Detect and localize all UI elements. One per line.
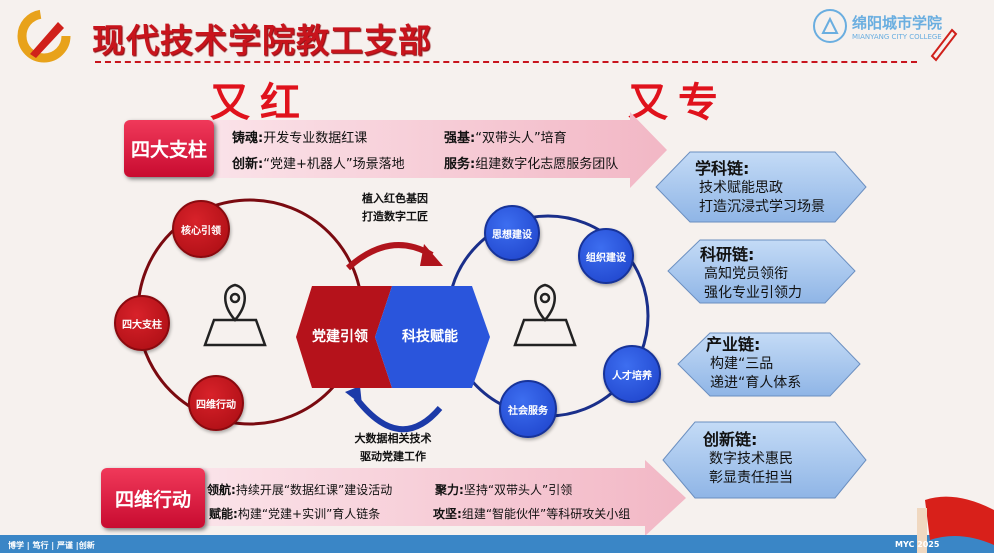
node-organization: 组织建设	[578, 228, 634, 284]
top-item-1: 铸魂:开发专业数据红课	[232, 131, 368, 146]
chain-line: 彰显责任担当	[709, 470, 793, 486]
pencil-icon	[930, 28, 958, 62]
node-core-lead: 核心引领	[172, 200, 230, 258]
top-item-2: 强基:“双带头人”培育	[444, 131, 567, 146]
bottom-caption: 大数据相关技术驱动党建工作	[338, 430, 448, 466]
top-caption: 植入红色基因打造数字工匠	[340, 190, 450, 226]
bottom-item-4: 攻坚:组建“智能伙伴”等科研攻关小组	[433, 507, 631, 521]
center-left-label: 党建引领	[312, 329, 368, 345]
map-pin-icon-left	[203, 283, 267, 347]
college-seal-icon	[813, 9, 847, 43]
chain-innovation: 创新链: 数字技术惠民彰显责任担当	[703, 426, 793, 488]
bottom-arrow-head	[345, 386, 362, 405]
party-emblem-icon	[17, 9, 71, 63]
footer-bar	[0, 535, 994, 553]
bottom-curved-arrow	[353, 396, 443, 433]
bottom-item-3: 赋能:构建“党建+实训”育人链条	[209, 507, 381, 521]
bottom-arrow-banner	[190, 460, 686, 536]
bottom-banner-label: 四维行动	[101, 468, 205, 528]
footer-code: MYC 2025	[895, 540, 940, 549]
hex-right	[375, 286, 490, 388]
chain-line: 打造沉浸式学习场景	[699, 199, 825, 215]
college-logo: 绵阳城市学院 MIANYANG CITY COLLEGE	[812, 8, 952, 44]
top-caption-line-1: 植入红色基因	[362, 192, 428, 205]
chain-research: 科研链: 高知党员领衔强化专业引领力	[700, 241, 802, 303]
top-arrow-head	[420, 244, 443, 266]
node-social: 社会服务	[499, 380, 557, 438]
chain-discipline: 学科链: 技术赋能思政打造沉浸式学习场景	[695, 155, 825, 217]
hex-left	[296, 286, 392, 388]
map-pin-icon-right	[513, 283, 577, 347]
page-title: 现代技术学院教工支部	[92, 21, 432, 60]
chain-line: 强化专业引领力	[704, 285, 802, 301]
node-ideology: 思想建设	[484, 205, 540, 261]
chain-line: 递进“育人体系	[710, 375, 802, 391]
node-talent: 人才培养	[603, 345, 661, 403]
top-banner-label: 四大支柱	[124, 120, 214, 177]
chain-title: 创新链:	[703, 430, 758, 449]
chain-hex-research	[667, 239, 856, 304]
bottom-caption-line-1: 大数据相关技术	[354, 432, 432, 445]
flag-monument-icon	[917, 496, 994, 553]
chain-title: 产业链:	[706, 335, 761, 354]
logo-cn: 绵阳城市学院	[852, 13, 943, 32]
slogan-pro: 又专	[628, 79, 728, 126]
top-arrow-banner	[195, 112, 667, 188]
logo-en: MIANYANG CITY COLLEGE	[852, 32, 942, 41]
chain-line: 构建“三品	[710, 356, 774, 372]
top-item-3: 创新:“党建+机器人”场景落地	[232, 157, 405, 172]
chain-line: 数字技术惠民	[709, 451, 793, 467]
top-item-4: 服务:组建数字化志愿服务团队	[444, 157, 619, 172]
chain-title: 科研链:	[700, 245, 755, 264]
chain-line: 高知党员领衔	[704, 266, 788, 282]
center-right-label: 科技赋能	[402, 329, 458, 345]
chain-hex-discipline	[655, 151, 867, 223]
footer-motto: 博学 | 笃行 | 严谨 |创新	[8, 541, 95, 550]
title-divider	[95, 61, 917, 63]
chain-industry: 产业链: 构建“三品递进“育人体系	[706, 331, 801, 393]
bottom-item-1: 领航:持续开展“数据红课”建设活动	[207, 483, 393, 497]
bottom-item-2: 聚力:坚持“双带头人”引领	[435, 483, 573, 497]
node-four-actions: 四维行动	[188, 375, 244, 431]
chain-line: 技术赋能思政	[699, 180, 783, 196]
chain-hex-industry	[677, 332, 861, 397]
chain-title: 学科链:	[695, 159, 750, 178]
node-four-pillars: 四大支柱	[114, 295, 170, 351]
bottom-caption-line-2: 驱动党建工作	[360, 450, 426, 463]
slogan-red: 又红	[210, 79, 310, 126]
chain-hex-innovation	[662, 421, 867, 499]
top-caption-line-2: 打造数字工匠	[362, 210, 428, 223]
